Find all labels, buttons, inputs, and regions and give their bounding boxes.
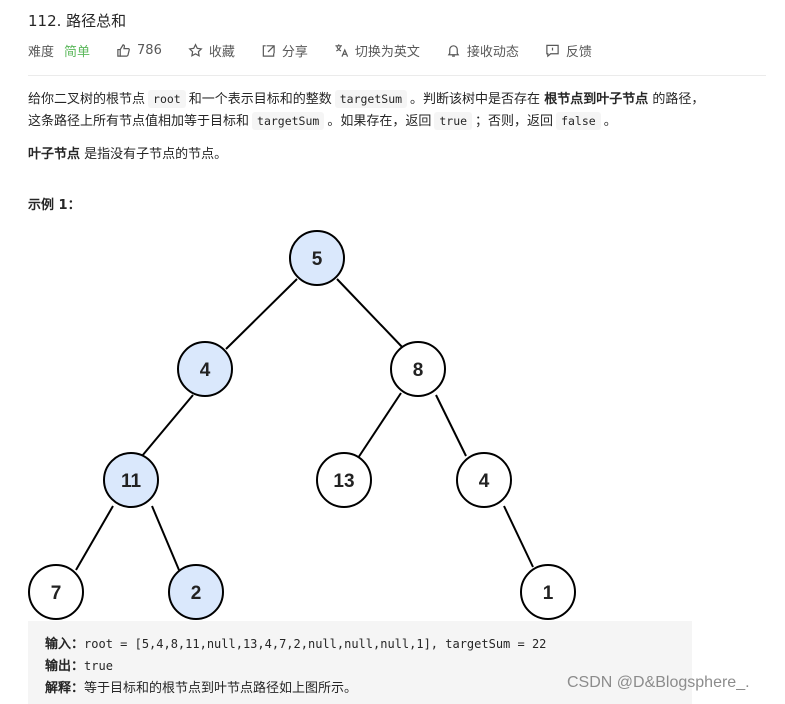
tree-node: 7 bbox=[28, 564, 84, 620]
subscribe-label: 接收动态 bbox=[466, 44, 519, 60]
tree-node: 2 bbox=[168, 564, 224, 620]
description-text: 给你二叉树的根节点 bbox=[28, 92, 146, 107]
difficulty-value: 简单 bbox=[64, 44, 91, 60]
tree-node-value: 4 bbox=[200, 360, 211, 381]
tree-node: 13 bbox=[316, 452, 372, 508]
description-text: ；否则，返回 bbox=[475, 114, 554, 129]
tree-nodes: 5 4 8 11 13 4 7 2 1 bbox=[28, 230, 576, 620]
tree-node-circle bbox=[103, 452, 159, 508]
tree-node-value: 13 bbox=[333, 471, 354, 492]
tree-node: 5 bbox=[289, 230, 345, 286]
favorite-button[interactable]: 收藏 bbox=[188, 41, 235, 60]
output-value: true bbox=[84, 659, 113, 673]
problem-meta-bar: 难度 简单 786 收藏 分享 bbox=[28, 40, 618, 60]
description-text: 和一个表示目标和的整数 bbox=[188, 92, 332, 107]
difficulty-label: 难度 bbox=[28, 44, 55, 60]
tree-node-value: 4 bbox=[479, 471, 490, 492]
tree-edges bbox=[75, 278, 534, 571]
description-text: 这条路径上所有节点值相加等于目标和 bbox=[28, 114, 250, 129]
problem-title: 112. 路径总和 bbox=[28, 12, 127, 30]
explain-label: 解释： bbox=[45, 681, 85, 696]
output-label: 输出： bbox=[45, 659, 85, 674]
tree-node-value: 1 bbox=[543, 583, 554, 604]
example-explanation: 解释：等于目标和的根节点到叶节点路径如上图所示。 bbox=[45, 677, 357, 696]
tree-edge bbox=[141, 394, 194, 457]
tree-node-circle bbox=[520, 564, 576, 620]
feedback-label: 反馈 bbox=[565, 44, 592, 60]
like-button[interactable]: 786 bbox=[116, 43, 162, 58]
example-heading: 示例 1： bbox=[28, 195, 768, 217]
tree-node-value: 5 bbox=[312, 249, 323, 270]
leaf-bold: 叶子节点 bbox=[28, 147, 81, 162]
code-target-sum-2: targetSum bbox=[252, 112, 325, 130]
tree-node-circle bbox=[390, 341, 446, 397]
tree-edge bbox=[75, 505, 114, 571]
tree-node-value: 8 bbox=[413, 360, 424, 381]
divider bbox=[28, 75, 766, 76]
share-label: 分享 bbox=[281, 44, 308, 60]
like-count: 786 bbox=[137, 42, 162, 58]
example-io-box: 输入：root = [5,4,8,11,null,13,4,7,2,null,n… bbox=[28, 621, 692, 704]
thumbs-up-icon bbox=[116, 43, 131, 58]
description-text: 。 bbox=[603, 114, 617, 129]
explain-value: 等于目标和的根节点到叶节点路径如上图所示。 bbox=[84, 681, 358, 696]
leaf-definition: 叶子节点 是指没有子节点的节点。 bbox=[28, 144, 768, 166]
code-root: root bbox=[148, 90, 186, 108]
tree-edge bbox=[336, 278, 405, 350]
tree-node: 4 bbox=[177, 341, 233, 397]
subscribe-button[interactable]: 接收动态 bbox=[446, 41, 519, 60]
switch-language-button[interactable]: 切换为英文 bbox=[334, 41, 420, 60]
tree-node-circle bbox=[456, 452, 512, 508]
share-button[interactable]: 分享 bbox=[261, 41, 308, 60]
feedback-icon bbox=[545, 43, 560, 58]
code-false: false bbox=[556, 112, 601, 130]
tree-edge bbox=[225, 278, 298, 350]
example-input: 输入：root = [5,4,8,11,null,13,4,7,2,null,n… bbox=[45, 633, 546, 652]
input-label: 输入： bbox=[45, 637, 85, 652]
tree-node-circle bbox=[316, 452, 372, 508]
tree-node: 11 bbox=[103, 452, 159, 508]
description-text: 的路径， bbox=[652, 92, 705, 107]
description-bold: 根节点到叶子节点 bbox=[544, 92, 649, 107]
tree-node-circle bbox=[168, 564, 224, 620]
difficulty: 难度 简单 bbox=[28, 41, 90, 60]
tree-edge bbox=[151, 505, 180, 571]
tree-node-value: 7 bbox=[51, 583, 62, 604]
tree-node-value: 2 bbox=[191, 583, 202, 604]
translate-icon bbox=[334, 43, 349, 58]
feedback-button[interactable]: 反馈 bbox=[545, 41, 592, 60]
example-heading-text: 示例 1： bbox=[28, 198, 81, 213]
example-output: 输出：true bbox=[45, 655, 113, 674]
description-text: 。如果存在，返回 bbox=[327, 114, 432, 129]
tree-edge bbox=[503, 505, 534, 568]
tree-node: 8 bbox=[390, 341, 446, 397]
tree-edge bbox=[357, 392, 402, 459]
tree-node: 4 bbox=[456, 452, 512, 508]
tree-node-value: 11 bbox=[121, 471, 142, 492]
description-text: 。判断该树中是否存在 bbox=[410, 92, 541, 107]
tree-node: 1 bbox=[520, 564, 576, 620]
leaf-text: 是指没有子节点的节点。 bbox=[84, 147, 228, 162]
favorite-label: 收藏 bbox=[208, 44, 235, 60]
tree-node-circle bbox=[177, 341, 233, 397]
input-value: root = [5,4,8,11,null,13,4,7,2,null,null… bbox=[84, 637, 547, 651]
switch-language-label: 切换为英文 bbox=[354, 44, 420, 60]
tree-node-circle bbox=[28, 564, 84, 620]
code-true: true bbox=[434, 112, 473, 130]
star-icon bbox=[188, 42, 203, 58]
tree-node-circle bbox=[289, 230, 345, 286]
share-icon bbox=[261, 43, 276, 58]
watermark: CSDN @D&Blogsphere_. bbox=[567, 674, 750, 691]
bell-icon bbox=[446, 43, 461, 58]
tree-edge bbox=[435, 394, 467, 457]
code-target-sum: targetSum bbox=[334, 90, 408, 108]
